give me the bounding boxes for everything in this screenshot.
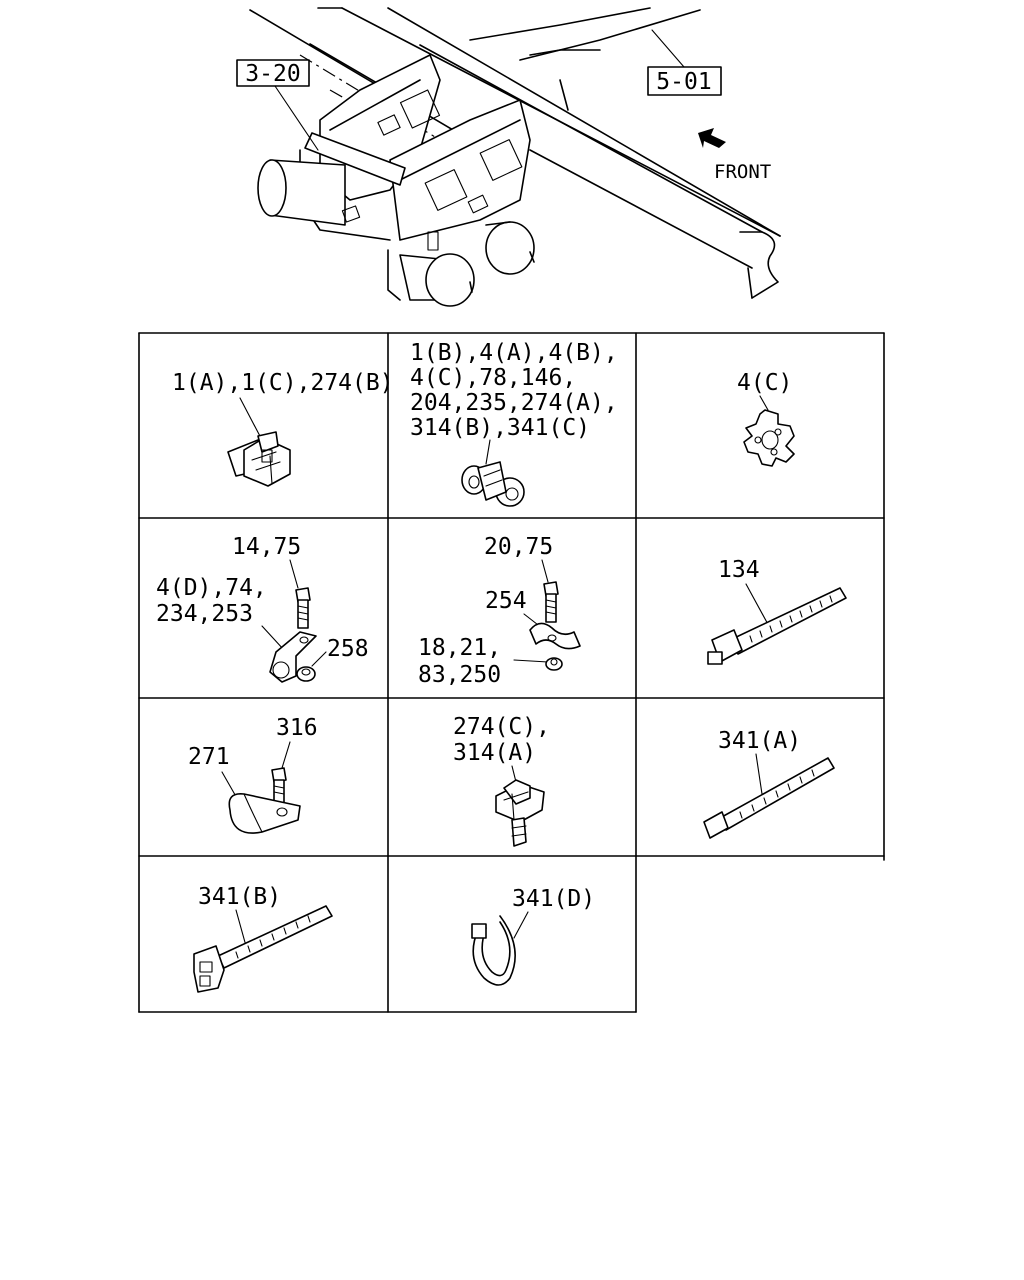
- callout-3-20-label: 3-20: [245, 61, 300, 87]
- cell-6-label: 134: [718, 557, 760, 583]
- callout-5-01-label: 5-01: [656, 69, 711, 95]
- cell-5: 20,75 254 18,21, 83,250: [418, 534, 581, 688]
- cable-tie-icon-2: [703, 757, 835, 839]
- cell-4-label-bolt: 14,75: [232, 534, 301, 560]
- cell-5-label-nut-2: 83,250: [418, 662, 501, 688]
- cell-2-label-line1: 1(B),4(A),4(B),: [410, 340, 618, 366]
- cell-4-label-nut: 258: [327, 636, 369, 662]
- cell-7-label-clamp: 271: [188, 744, 230, 770]
- front-label: FRONT: [714, 161, 771, 183]
- callout-3-20[interactable]: 3-20: [236, 59, 319, 151]
- nut-icon: [296, 666, 316, 682]
- cell-6: 134: [707, 557, 847, 665]
- parts-grid: [138, 332, 885, 1013]
- front-direction: FRONT: [698, 128, 771, 183]
- double-clip-icon: [461, 461, 525, 507]
- cell-1-label: 1(A),1(C),274(B): [172, 370, 394, 396]
- star-grommet-icon: [743, 409, 795, 467]
- cell-8: 274(C), 314(A): [453, 714, 550, 847]
- bolt-icon-2: [543, 581, 559, 623]
- cell-3-label: 4(C): [737, 370, 792, 396]
- chassis-assembly: [249, 7, 781, 307]
- nut-icon-2: [545, 657, 563, 671]
- clip-part-icon: [227, 431, 291, 487]
- cell-5-label-clip: 254: [485, 588, 527, 614]
- cell-10-label: 341(B): [198, 884, 281, 910]
- cell-4-label-clamp-2: 234,253: [156, 601, 253, 627]
- cell-7: 316 271: [188, 715, 318, 834]
- double-clip-plate-icon: [529, 622, 581, 650]
- saddle-clamp-icon: [228, 793, 301, 834]
- loop-tie-icon: [471, 915, 516, 986]
- cell-9: 341(A): [703, 728, 835, 839]
- cell-1: 1(A),1(C),274(B): [172, 370, 394, 487]
- cell-7-label-bolt: 316: [276, 715, 318, 741]
- cell-11: 341(D): [471, 886, 595, 986]
- cell-8-label-2: 314(A): [453, 740, 536, 766]
- cell-11-label: 341(D): [512, 886, 595, 912]
- cell-5-label-nut-1: 18,21,: [418, 635, 501, 661]
- cell-5-label-bolt: 20,75: [484, 534, 553, 560]
- cable-tie-icon: [707, 587, 847, 665]
- cell-2: 1(B),4(A),4(B), 4(C),78,146, 204,235,274…: [410, 340, 618, 507]
- cell-2-label-line4: 314(B),341(C): [410, 415, 590, 441]
- cell-9-label: 341(A): [718, 728, 801, 754]
- cell-3: 4(C): [737, 370, 795, 467]
- cell-10: 341(B): [193, 884, 333, 993]
- callout-5-01[interactable]: 5-01: [647, 29, 722, 96]
- p-clamp-icon: [269, 631, 317, 683]
- bolt-icon: [295, 587, 311, 629]
- cell-8-label-1: 274(C),: [453, 714, 550, 740]
- push-clip-icon: [495, 779, 545, 847]
- front-arrow-icon: [698, 128, 726, 148]
- cable-tie-mount-icon: [193, 905, 333, 993]
- cell-2-label-line3: 204,235,274(A),: [410, 390, 618, 416]
- cell-4-label-clamp-1: 4(D),74,: [156, 575, 267, 601]
- cell-2-label-line2: 4(C),78,146,: [410, 365, 576, 391]
- bolt-icon-3: [271, 767, 287, 805]
- cell-4: 14,75 4(D),74, 234,253 258: [156, 534, 369, 683]
